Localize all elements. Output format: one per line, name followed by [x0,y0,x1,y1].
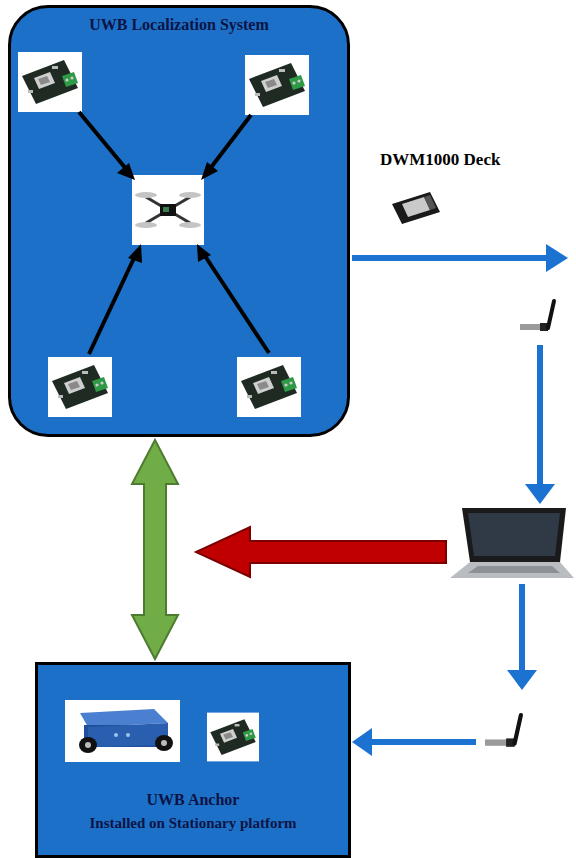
deck-picture [392,192,440,224]
part-label: DWM1000 Deck [380,150,500,170]
arrow-head [525,484,555,504]
laptop-picture [450,508,574,578]
radio-dongle [520,301,554,331]
flow-arrow [537,345,543,486]
anchor-platform: UWB AnchorInstalled on Stationary platfo… [35,662,351,858]
flow-arrow [519,584,525,672]
flow-arrow [352,255,548,261]
arrow-head [507,670,537,690]
command-arrow [196,527,446,577]
link-arrow [132,440,178,659]
node-subtitle: Installed on Stationary platform [38,815,348,832]
flow-arrow [370,739,476,745]
node-illustration [11,8,347,434]
radio-dongle [485,715,521,747]
system-region: UWB Localization System [8,5,350,437]
arrow-head [546,244,568,272]
arrow-head [352,728,372,756]
node-title: UWB Anchor [38,791,348,809]
node-title: UWB Localization System [11,16,347,34]
